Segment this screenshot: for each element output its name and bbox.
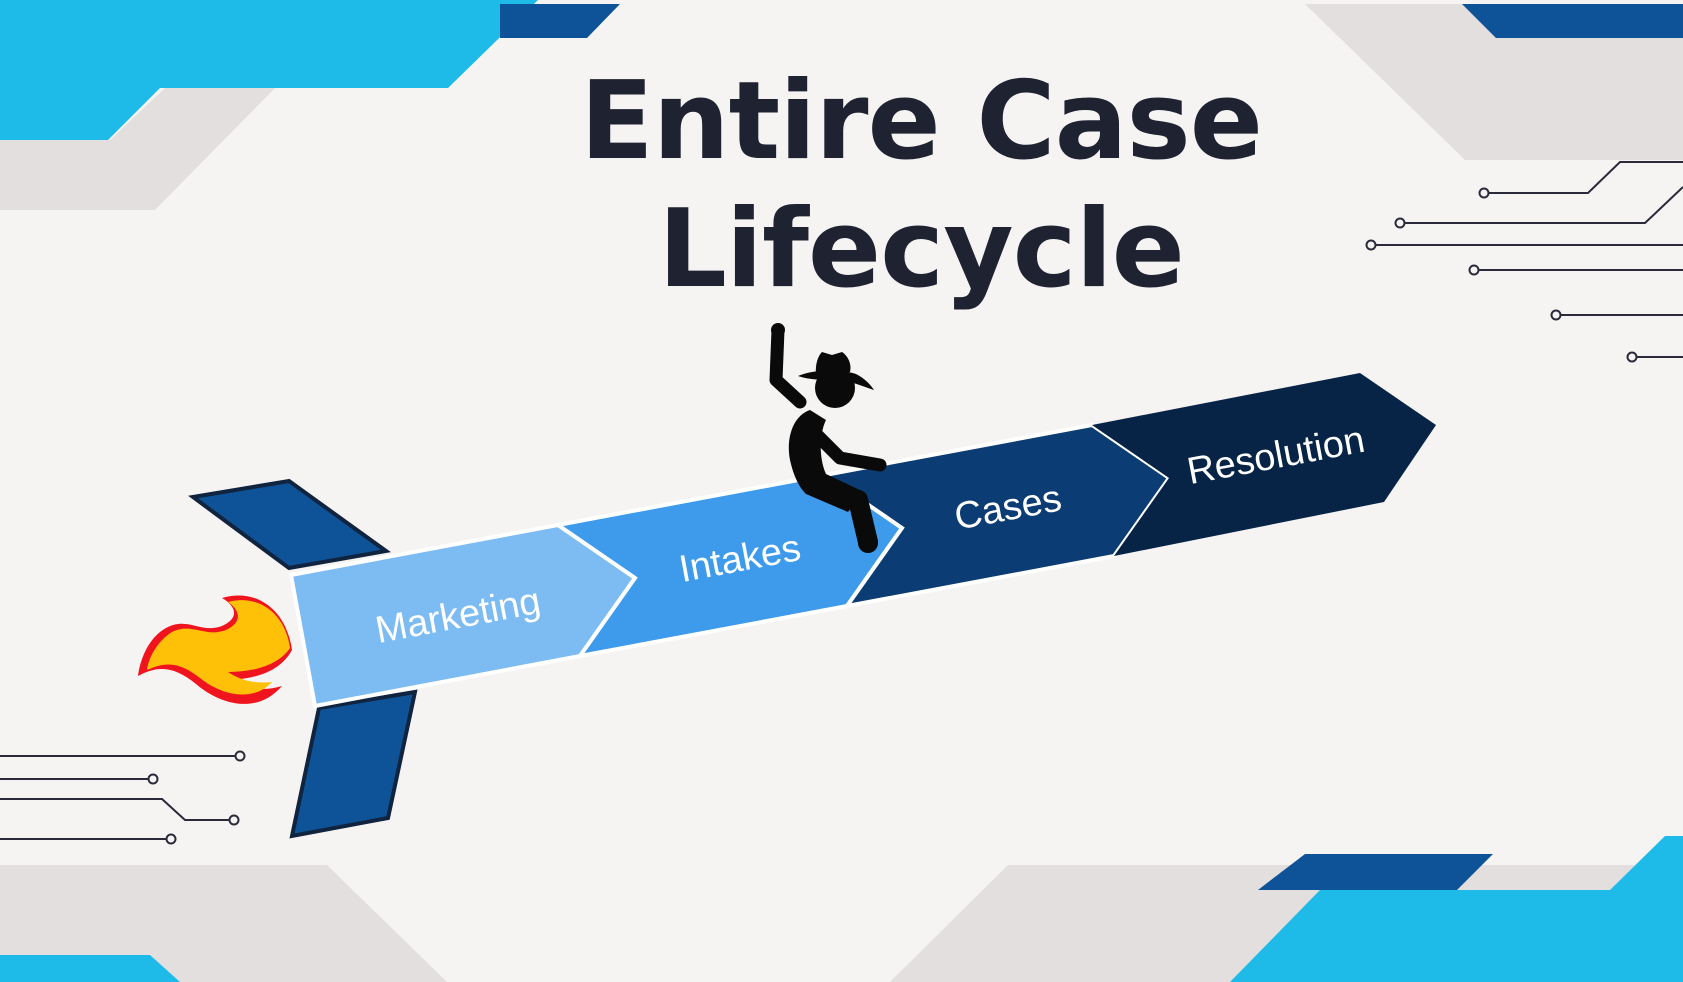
page-title: Entire Case Lifecycle (541, 58, 1301, 314)
title-line-1: Entire Case (579, 59, 1263, 184)
person-riding-icon (769, 323, 887, 553)
circuit-lines-icon (1365, 161, 1683, 363)
title-line-2: Lifecycle (658, 187, 1185, 312)
corner-decor-bottom-left (0, 865, 447, 982)
corner-decor-top-left (0, 0, 620, 210)
flame-icon (138, 595, 292, 704)
corner-decor-bottom-right (890, 836, 1683, 982)
rocket-fin-top (188, 478, 392, 571)
circuit-lines-left-icon (0, 750, 246, 845)
rocket-fin-bottom (289, 689, 418, 839)
stage-segment-resolution (1092, 373, 1436, 556)
corner-decor-top-right (1305, 4, 1683, 160)
hat-icon (798, 352, 874, 390)
rocket-icon: Marketing Intakes Cases Resolution (138, 373, 1436, 839)
